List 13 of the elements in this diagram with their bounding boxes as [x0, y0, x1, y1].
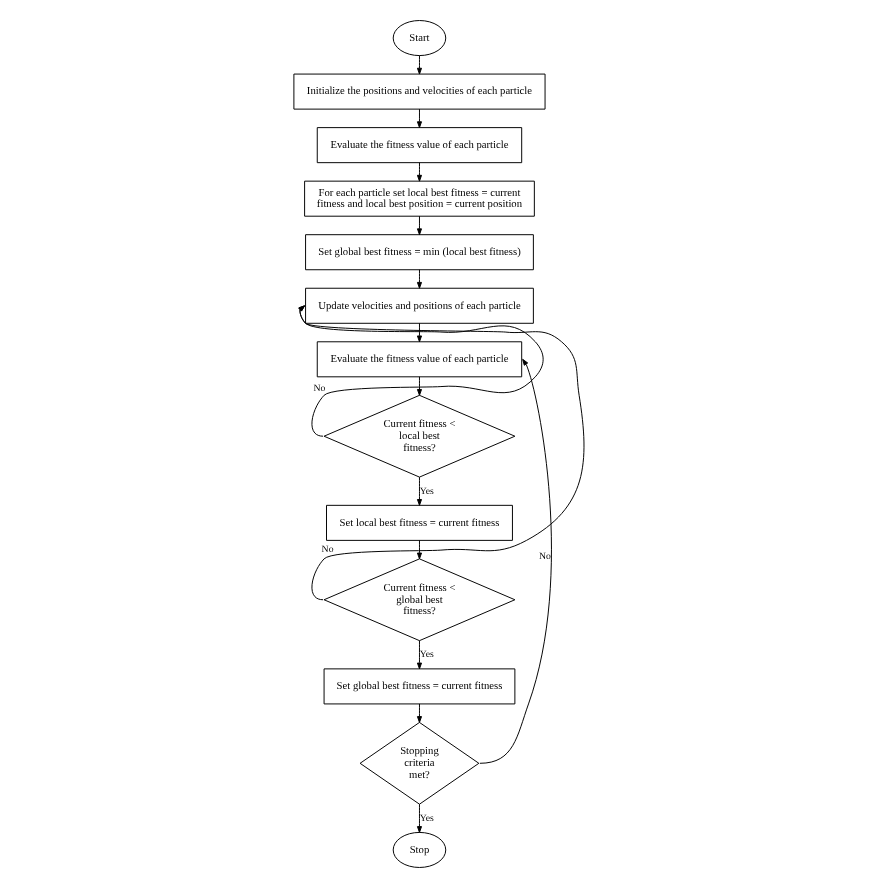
arrow: [415, 640, 421, 670]
arrow: [297, 305, 543, 437]
arrow: [415, 162, 421, 182]
arrow: [478, 358, 551, 764]
arrow: [415, 215, 421, 236]
arrow: [415, 703, 421, 723]
arrow: [415, 108, 421, 129]
arrow: [415, 803, 421, 833]
arrow: [297, 305, 584, 601]
arrow: [415, 55, 421, 75]
arrow: [415, 476, 421, 506]
arrow: [415, 539, 421, 560]
arrow: [415, 269, 421, 289]
